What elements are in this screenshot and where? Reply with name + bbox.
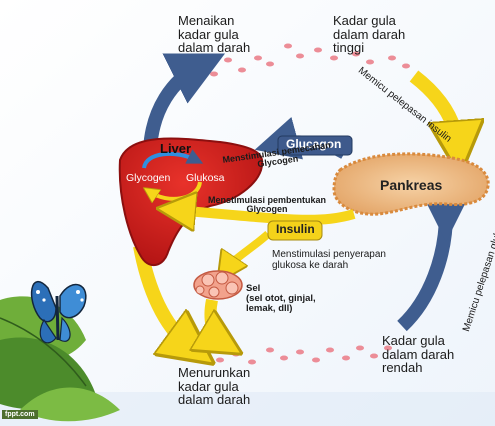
glucose-uptake-label: Menstimulasi penyerapan glukosa ke darah <box>272 250 386 271</box>
glukosa-label: Glukosa <box>186 173 225 184</box>
watermark-badge: fppt.com <box>2 410 38 419</box>
lower-glucose-label: Menurunkan kadar gula dalam darah <box>178 366 250 407</box>
pancreas-label: Pankreas <box>380 178 442 193</box>
insulin-label: Insulin <box>276 223 315 236</box>
high-glucose-label: Kadar gula dalam darah tinggi <box>333 14 405 55</box>
cells-cluster <box>194 271 242 299</box>
liver-label: Liver <box>160 142 191 156</box>
glycogen-formation-label: Menstimulasi pembentukan Glycogen <box>208 196 326 215</box>
low-glucose-label: Kadar gula dalam darah rendah <box>382 334 454 375</box>
glycogen-label: Glycogen <box>126 173 170 184</box>
raise-glucose-label: Menaikan kadar gula dalam darah <box>178 14 250 55</box>
cells-label: Sel (sel otot, ginjal, lemak, dll) <box>246 284 316 314</box>
